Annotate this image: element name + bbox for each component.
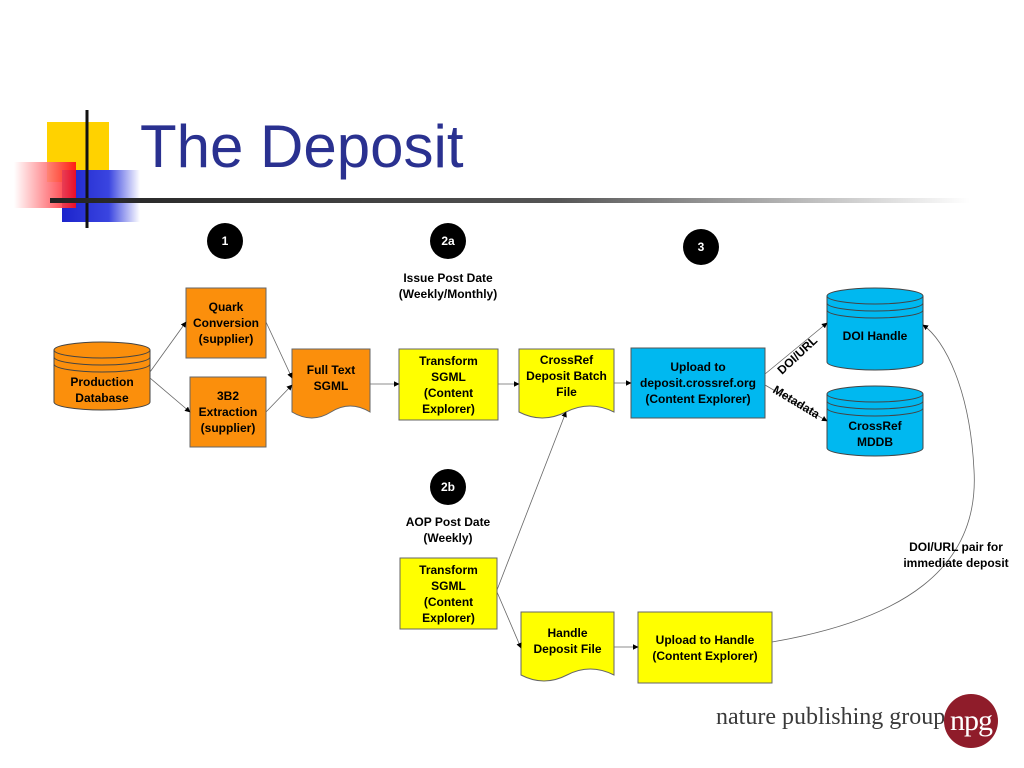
- doi-url-edge-label: DOI/URL: [774, 333, 820, 377]
- full-text-sgml-shape: [291, 348, 371, 419]
- transform-sgml-top-box: [398, 348, 499, 421]
- arrow-upload-to-doi-handle: [764, 322, 828, 375]
- arrow-transform-bottom-to-batch: [496, 411, 567, 591]
- npg-logo: nature publishing group npg: [708, 690, 1004, 754]
- step-2b-marker: [430, 469, 466, 505]
- quark-conversion-label: Quark Conversion (supplier): [192, 300, 259, 346]
- production-database-label: Production Database: [70, 375, 134, 405]
- issue-post-date-label: Issue Post Date (Weekly/Monthly): [398, 271, 498, 301]
- doi-handle-label: DOI Handle: [842, 329, 908, 343]
- upload-handle-box: [637, 611, 773, 684]
- logo-badge: npg: [944, 694, 998, 748]
- transform-sgml-top-label: Transform SGML (Content Explorer): [419, 353, 478, 416]
- corner-decoration: [14, 110, 140, 228]
- arrow-quark-to-sgml: [265, 321, 293, 379]
- upload-deposit-label: Upload to deposit.crossref.org (Content …: [639, 360, 757, 406]
- upload-handle-label: Upload to Handle (Content Explorer): [652, 632, 758, 663]
- quark-conversion-box: [185, 287, 267, 359]
- step-1-label: 1: [221, 234, 229, 248]
- arrow-db-to-3b2: [149, 377, 191, 413]
- transform-sgml-bottom-box: [399, 557, 498, 630]
- logo-text: nature publishing group: [716, 704, 946, 730]
- crossref-mddb-label: CrossRef MDDB: [848, 419, 902, 449]
- production-database-shape: [53, 341, 151, 411]
- b2-extraction-label: 3B2 Extraction (supplier): [198, 389, 258, 435]
- step-1-marker: [207, 223, 243, 259]
- upload-deposit-box: [630, 347, 766, 419]
- step-2a-marker: [430, 223, 466, 259]
- transform-sgml-bottom-label: Transform SGML (Content Explorer): [419, 562, 478, 625]
- arrow-db-to-quark: [149, 321, 187, 373]
- step-2a-label: 2a: [441, 234, 455, 248]
- crossref-mddb-shape: [826, 385, 924, 457]
- metadata-edge-label: Metadata: [770, 383, 822, 422]
- arrow-upload-handle-to-doi-handle: [771, 324, 975, 643]
- arrow-upload-to-mddb: [764, 384, 828, 422]
- step-3-label: 3: [697, 240, 705, 254]
- step-2b-label: 2b: [440, 480, 455, 494]
- crossref-batch-label: CrossRef Deposit Batch File: [526, 353, 607, 399]
- slide-title: The Deposit: [140, 113, 464, 180]
- arrow-3b2-to-sgml: [265, 384, 293, 413]
- full-text-sgml-label: Full Text SGML: [306, 363, 356, 393]
- aop-post-date-label: AOP Post Date (Weekly): [405, 515, 491, 545]
- step-3-marker: [683, 229, 719, 265]
- handle-deposit-file-shape: [520, 611, 615, 682]
- handle-deposit-file-label: Handle Deposit File: [533, 626, 602, 656]
- arrow-transform-bottom-to-handle-file: [496, 591, 522, 649]
- doi-handle-shape: [826, 287, 924, 371]
- title-underline: [50, 198, 970, 203]
- doi-url-pair-label: DOI/URL pair for immediate deposit: [903, 540, 1009, 570]
